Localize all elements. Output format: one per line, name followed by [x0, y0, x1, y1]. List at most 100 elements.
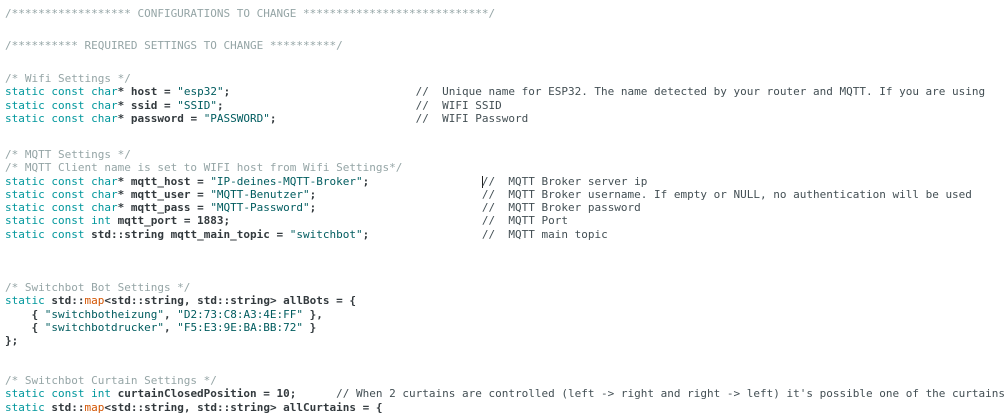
code-token: <std::string, std::string> allBots = {	[104, 294, 357, 308]
code-token: "SSID"	[177, 98, 217, 112]
code-token: ;	[362, 174, 370, 188]
code-token: // WIFI Password	[415, 111, 529, 125]
code-line[interactable]: static const char* password = "PASSWORD"…	[5, 112, 985, 125]
code-line[interactable]: static const char* mqtt_user = "MQTT-Ben…	[5, 188, 972, 201]
code-token: std::string mqtt_main_topic =	[84, 227, 290, 241]
code-token: {	[5, 307, 45, 321]
code-line[interactable]: static const std::string mqtt_main_topic…	[5, 228, 972, 241]
code-line[interactable]: static const int mqtt_port = 1883; // MQ…	[5, 214, 972, 227]
code-token: /* Wifi Settings */	[5, 72, 131, 85]
code-line[interactable]: static std::map<std::string, std::string…	[5, 401, 1005, 413]
code-token: static const char	[5, 111, 118, 125]
code-token: /* Switchbot Curtain Settings */	[5, 374, 217, 387]
code-line[interactable]: /* Wifi Settings */	[5, 72, 985, 85]
code-token: ;	[362, 227, 370, 241]
code-token: static const char	[5, 201, 118, 215]
code-token: static	[5, 294, 45, 308]
code-line[interactable]: static const char* mqtt_pass = "MQTT-Pas…	[5, 201, 972, 214]
code-token: // Unique name for ESP32. The name detec…	[415, 85, 986, 99]
code-token: "MQTT-Password"	[210, 201, 310, 215]
code-token	[316, 188, 482, 201]
code-token: std::	[44, 294, 85, 308]
code-token: static const	[5, 227, 85, 241]
code-token: // WIFI SSID	[415, 98, 502, 112]
code-token: * ssid =	[117, 98, 178, 112]
code-token	[277, 112, 416, 125]
code-token: "IP-deines-MQTT-Broker"	[210, 174, 363, 188]
code-token: "MQTT-Benutzer"	[210, 187, 310, 201]
code-token: "switchbotheizung"	[44, 307, 164, 321]
code-token: // MQTT Broker password	[481, 201, 641, 215]
code-line[interactable]: static const char* mqtt_host = "IP-deine…	[5, 175, 972, 188]
code-token: // MQTT main topic	[481, 227, 608, 241]
code-line[interactable]: /* Switchbot Bot Settings */	[5, 281, 356, 294]
code-token: /* MQTT Settings */	[5, 148, 131, 161]
code-token: ,	[163, 320, 178, 334]
code-token: static const int	[5, 214, 111, 228]
code-token: static const char	[5, 85, 118, 99]
code-section-banner-required-settings: /********** REQUIRED SETTINGS TO CHANGE …	[5, 39, 343, 52]
text-caret	[481, 175, 483, 188]
code-token: * password =	[117, 111, 204, 125]
code-token: /********** REQUIRED SETTINGS TO CHANGE …	[5, 39, 343, 52]
code-token	[296, 387, 336, 400]
code-section-switchbot-bot-settings: /* Switchbot Bot Settings */static std::…	[5, 281, 356, 347]
code-token: map	[84, 400, 105, 413]
code-token: * mqtt_user =	[117, 187, 211, 201]
code-token: <std::string, std::string> allCurtains =…	[104, 400, 383, 413]
code-token: ;	[309, 201, 317, 215]
code-token: }	[303, 320, 317, 334]
code-token: };	[5, 334, 19, 348]
code-section-banner-configurations: /****************** CONFIGURATIONS TO CH…	[5, 7, 495, 20]
code-token: {	[5, 320, 45, 334]
code-token: static const char	[5, 174, 118, 188]
code-token	[224, 99, 416, 112]
code-token: ;	[309, 187, 317, 201]
code-token	[230, 85, 415, 98]
code-line[interactable]: /* Switchbot Curtain Settings */	[5, 374, 1005, 387]
code-token: /****************** CONFIGURATIONS TO CH…	[5, 7, 496, 20]
code-token: // MQTT Broker server ip	[481, 174, 648, 188]
code-token: /* MQTT Client name is set to WIFI host …	[5, 161, 403, 175]
code-token: // When 2 curtains are controlled (left …	[336, 387, 1006, 401]
code-token: "esp32"	[177, 85, 224, 99]
code-line[interactable]: static std::map<std::string, std::string…	[5, 294, 356, 307]
code-line[interactable]: /****************** CONFIGURATIONS TO CH…	[5, 7, 495, 20]
code-line[interactable]: /********** REQUIRED SETTINGS TO CHANGE …	[5, 39, 343, 52]
code-line[interactable]: /* MQTT Settings */	[5, 148, 972, 161]
code-token: "switchbotdrucker"	[44, 320, 164, 334]
code-section-wifi-settings: /* Wifi Settings */static const char* ho…	[5, 72, 985, 125]
code-token: ;	[223, 85, 231, 99]
code-token: mqtt_port = 1883;	[110, 214, 231, 228]
code-token	[316, 201, 482, 214]
code-token: "PASSWORD"	[203, 111, 270, 125]
code-token: static const char	[5, 98, 118, 112]
code-line[interactable]: { "switchbotdrucker", "F5:E3:9E:BA:BB:72…	[5, 321, 356, 334]
code-section-switchbot-curtain-settings: /* Switchbot Curtain Settings */static c…	[5, 374, 1005, 413]
code-token: },	[303, 307, 323, 321]
code-token: "F5:E3:9E:BA:BB:72"	[177, 320, 304, 334]
code-token: // MQTT Port	[481, 214, 568, 228]
code-section-mqtt-settings: /* MQTT Settings *//* MQTT Client name i…	[5, 148, 972, 241]
code-token: ;	[269, 111, 277, 125]
code-token: /* Switchbot Bot Settings */	[5, 281, 191, 294]
code-token: static	[5, 400, 45, 413]
code-token	[369, 228, 482, 241]
code-line[interactable]: static const char* ssid = "SSID"; // WIF…	[5, 99, 985, 112]
code-token: static const int	[5, 387, 111, 401]
code-line[interactable]: static const char* host = "esp32"; // Un…	[5, 85, 985, 98]
code-line[interactable]: { "switchbotheizung", "D2:73:C8:A3:4E:FF…	[5, 308, 356, 321]
code-token: * mqtt_host =	[117, 174, 211, 188]
code-token: curtainClosedPosition = 10;	[110, 387, 297, 401]
code-line[interactable]: };	[5, 334, 356, 347]
code-token: map	[84, 294, 105, 308]
code-line[interactable]: static const int curtainClosedPosition =…	[5, 387, 1005, 400]
code-token: static const char	[5, 187, 118, 201]
code-token: std::	[44, 400, 85, 413]
code-token: // MQTT Broker username. If empty or NUL…	[481, 187, 972, 201]
code-token: ,	[163, 307, 178, 321]
code-token: ;	[216, 98, 224, 112]
code-token: "D2:73:C8:A3:4E:FF"	[177, 307, 304, 321]
code-line[interactable]: /* MQTT Client name is set to WIFI host …	[5, 161, 972, 174]
